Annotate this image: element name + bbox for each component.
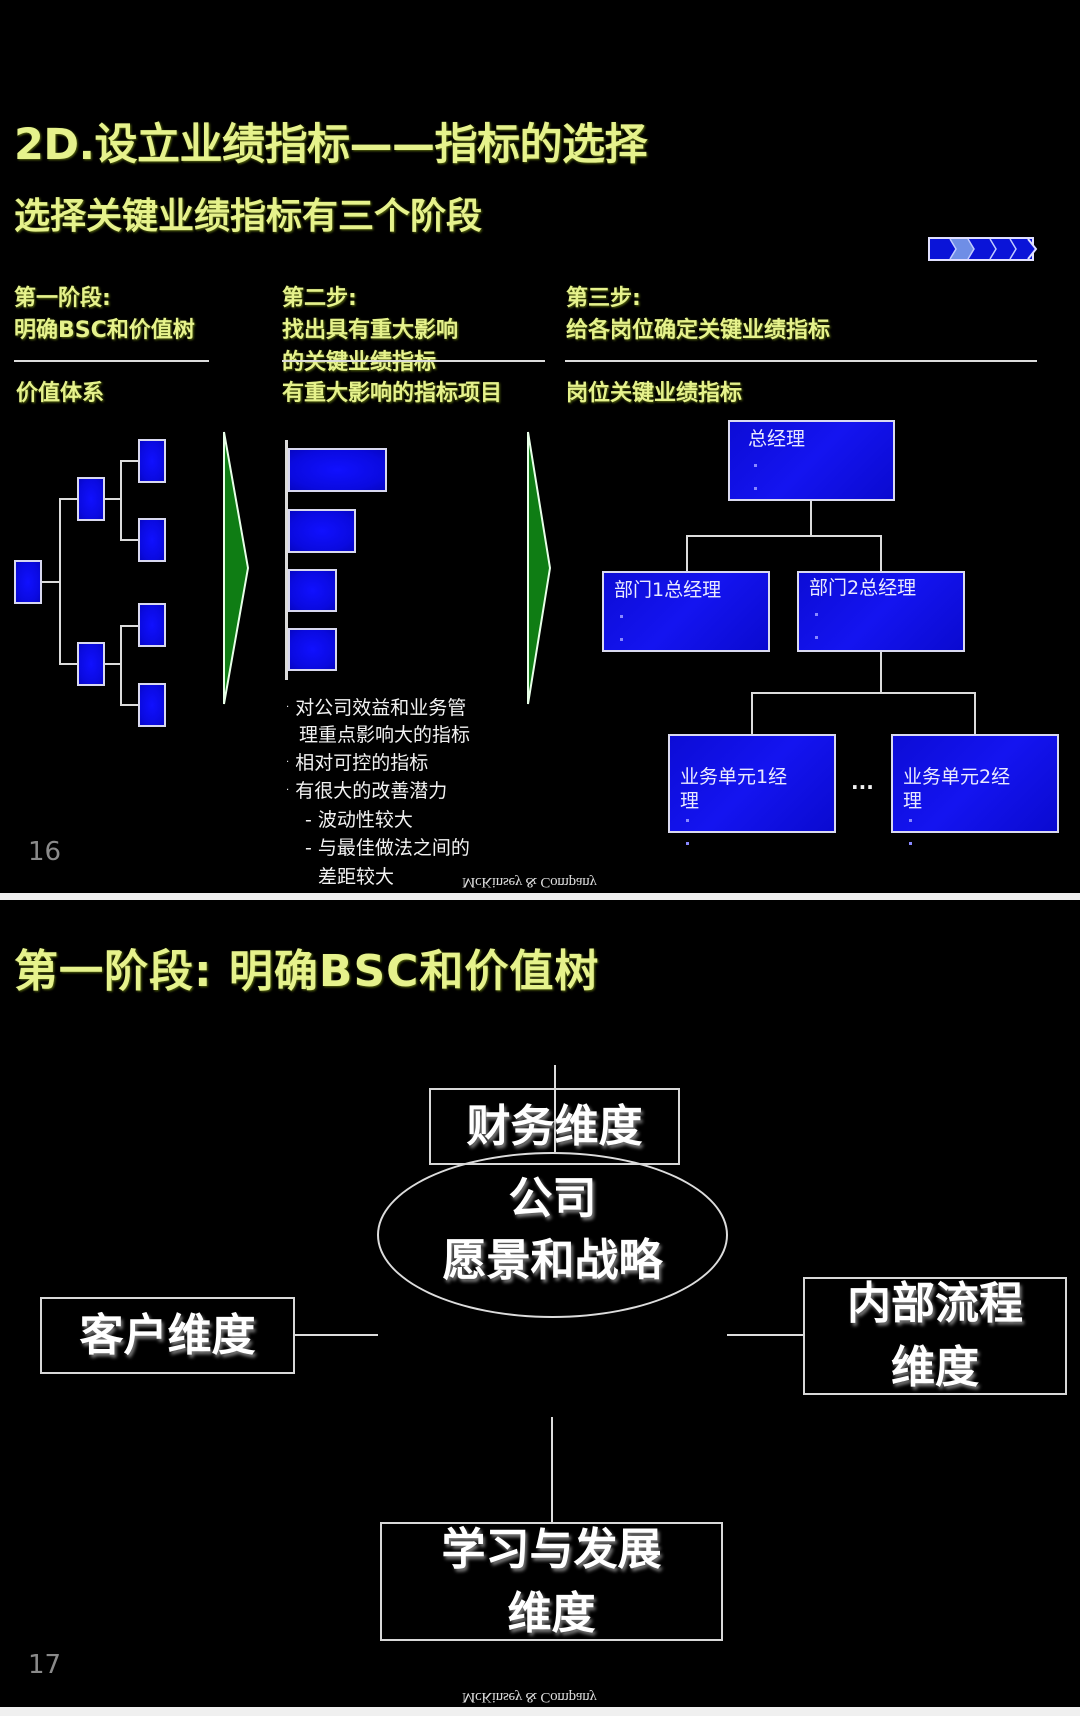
customer-dimension-box: 客户维度: [40, 1297, 295, 1374]
mckinsey-logo: McKinsey & Company: [462, 874, 597, 890]
slide-subtitle: 选择关键业绩指标有三个阶段: [14, 196, 483, 237]
org-connector: [751, 692, 753, 735]
tree-connector: [42, 581, 60, 583]
step2-divider: [282, 360, 545, 362]
step3-subheading: 岗位关键业绩指标: [566, 381, 743, 406]
stage1-label: 第一阶段:: [14, 286, 111, 311]
list-item: 理重点影响大的指标: [299, 724, 471, 746]
impact-bar: [288, 628, 337, 671]
tree-connector: [120, 625, 122, 705]
tree-leaf-node: [138, 518, 166, 562]
bsc-connector-left: [294, 1334, 378, 1336]
tree-connector: [105, 498, 121, 500]
internal-process-dimension-box: 内部流程 维度: [803, 1277, 1067, 1395]
step3-label: 第三步:: [566, 286, 641, 311]
center-line2: 愿景和战略: [442, 1235, 663, 1286]
stage1-divider: [14, 360, 209, 362]
tree-level2-node: [77, 477, 105, 521]
tree-level2-node: [77, 642, 105, 686]
tree-leaf-node: [138, 439, 166, 483]
slide-divider: [0, 1707, 1080, 1716]
bar-chart-axis: [285, 440, 288, 680]
vision-strategy-label: 公司 愿景和战略: [377, 1168, 728, 1292]
org-connector: [686, 535, 688, 571]
step2-label: 第二步:: [282, 286, 357, 311]
org-connector: [880, 652, 882, 693]
financial-dimension-box: 财务维度: [429, 1088, 680, 1165]
tree-connector: [120, 539, 138, 541]
progress-chevrons-icon: [928, 237, 1038, 261]
org-node-unit1-manager: 业务单元1经 理: [668, 734, 836, 846]
impact-bar: [288, 448, 387, 492]
list-item: · 相对可控的指标: [286, 752, 429, 774]
step2-desc-line2: 的关键业绩指标: [282, 350, 437, 375]
tree-root-node: [14, 560, 42, 604]
bsc-connector-top: [554, 1065, 556, 1152]
step2-subheading: 有重大影响的指标项目: [282, 381, 503, 406]
org-connector: [686, 535, 882, 537]
tree-leaf-node: [138, 683, 166, 727]
learning-growth-dimension-box: 学习与发展 维度: [380, 1522, 723, 1641]
bsc-connector-right: [727, 1334, 804, 1336]
tree-connector: [59, 663, 77, 665]
page-number: 17: [28, 1650, 62, 1680]
impact-bar: [288, 509, 356, 553]
bsc-connector-bottom: [551, 1417, 553, 1522]
org-connector: [751, 692, 976, 694]
slide-divider: [0, 893, 1080, 900]
org-node-general-manager: 总经理: [728, 420, 895, 501]
green-arrow-icon: [524, 430, 556, 706]
tree-connector: [120, 460, 122, 540]
org-connector: [974, 692, 976, 735]
slide-16: 2D.设立业绩指标——指标的选择 选择关键业绩指标有三个阶段 第一阶段: 明确B…: [14, 120, 1059, 890]
tree-connector: [105, 663, 121, 665]
tree-connector: [59, 498, 77, 500]
list-item: 差距较大: [318, 866, 395, 888]
center-line1: 公司: [508, 1173, 597, 1224]
tree-leaf-node: [138, 603, 166, 647]
list-item: · 对公司效益和业务管: [286, 697, 467, 719]
org-node-dept1-manager: 部门1总经理: [602, 571, 770, 652]
step3-divider: [565, 360, 1037, 362]
org-ellipsis: ...: [851, 770, 874, 794]
stage1-subheading: 价值体系: [16, 381, 105, 406]
org-node-unit2-manager: 业务单元2经 理: [891, 734, 1059, 846]
tree-connector: [120, 460, 138, 462]
slide-17: 第一阶段: 明确BSC和价值树 公司 愿景和战略 财务维度 客户维度 内部流程 …: [0, 900, 1080, 1707]
green-arrow-icon: [220, 430, 252, 706]
stage1-desc: 明确BSC和价值树: [14, 318, 195, 343]
org-connector: [810, 501, 812, 537]
impact-bar: [288, 569, 337, 612]
step2-desc-line1: 找出具有重大影响: [282, 318, 459, 343]
mckinsey-logo: McKinsey & Company: [462, 1689, 597, 1705]
slide-title: 2D.设立业绩指标——指标的选择: [14, 120, 647, 170]
list-item: - 波动性较大: [305, 809, 413, 831]
vision-strategy-ellipse: [377, 1152, 728, 1318]
org-connector: [880, 535, 882, 571]
step3-desc: 给各岗位确定关键业绩指标: [566, 318, 831, 343]
list-item: · 有很大的改善潜力: [286, 780, 448, 802]
org-node-dept2-manager: 部门2总经理: [797, 571, 965, 652]
page-number: 16: [28, 837, 62, 867]
tree-connector: [59, 498, 61, 664]
tree-connector: [120, 704, 138, 706]
slide-title: 第一阶段: 明确BSC和价值树: [14, 946, 600, 997]
tree-connector: [120, 625, 138, 627]
list-item: - 与最佳做法之间的: [305, 837, 470, 859]
